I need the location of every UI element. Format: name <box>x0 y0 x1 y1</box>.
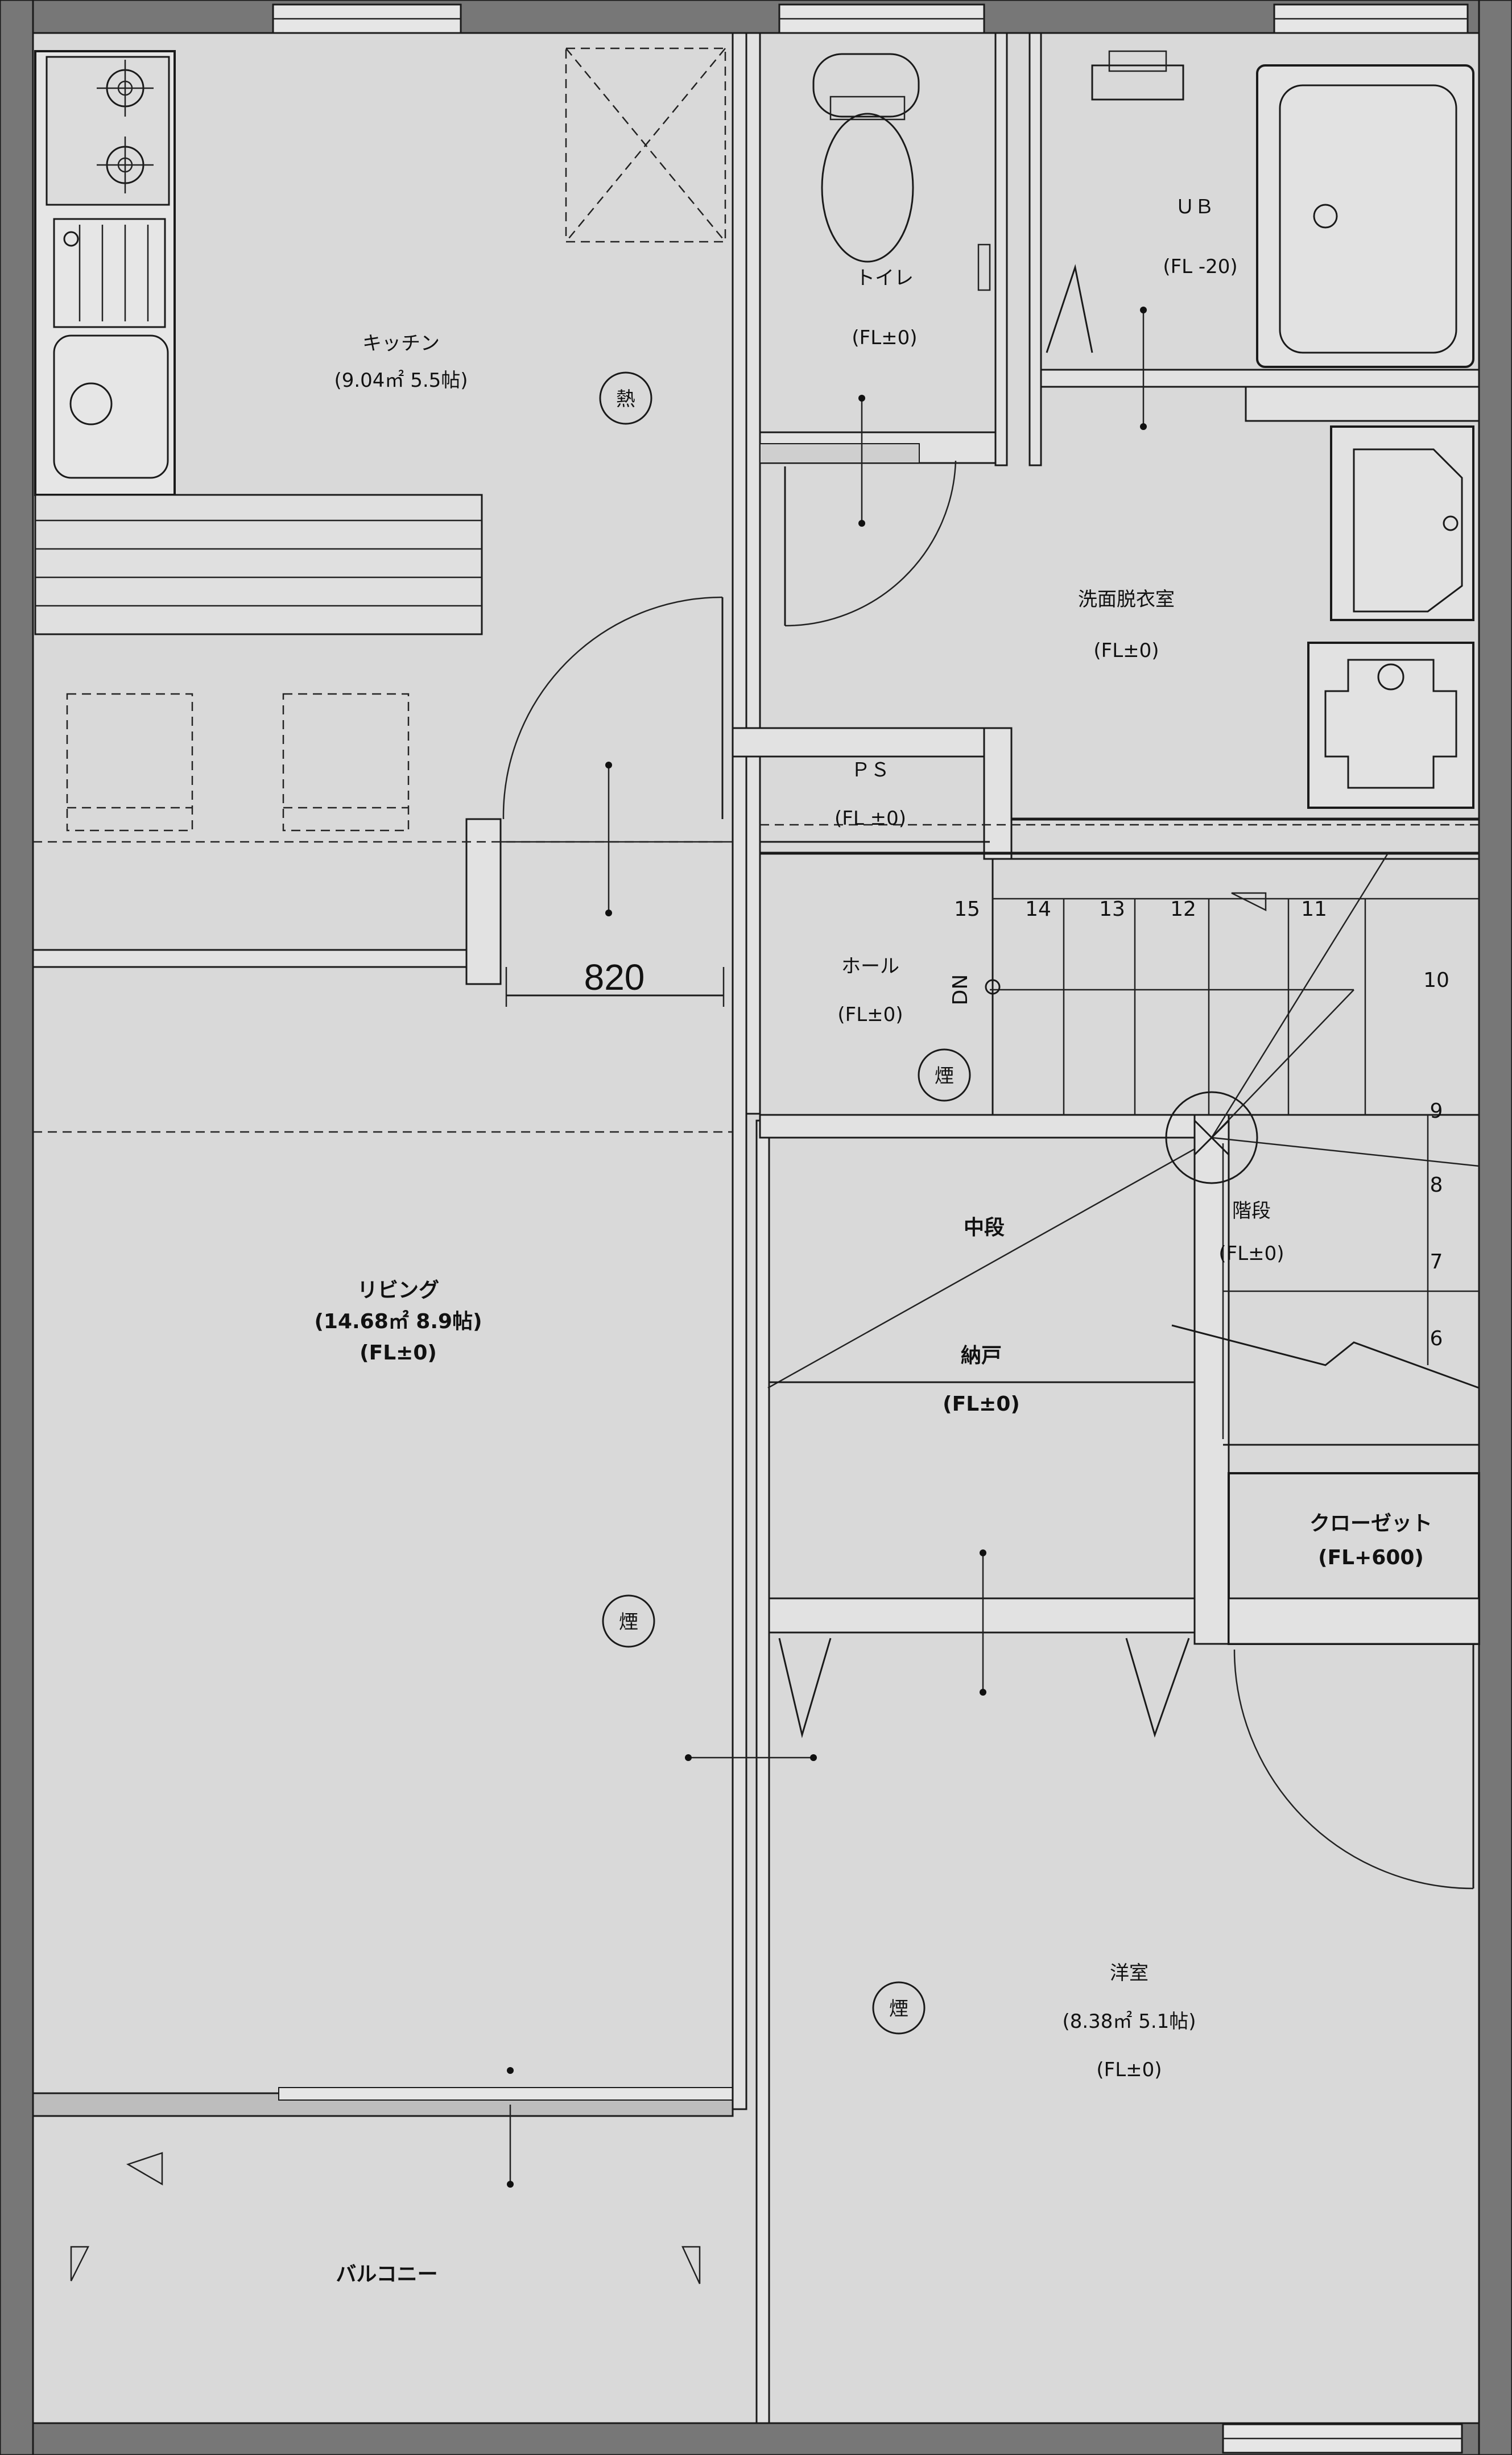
washroom-fl: (FL±0) <box>1093 639 1159 662</box>
storage-name: 納戸 <box>961 1344 1002 1367</box>
kitchen-fixtures <box>34 47 726 832</box>
washroom-name: 洗面脱衣室 <box>1078 588 1175 611</box>
living-area: (14.68㎡ 8.9帖) <box>314 1309 482 1333</box>
balcony-name: バルコニー <box>336 2263 437 2286</box>
washing-machine-icon <box>1307 642 1474 809</box>
kitchen-name: キッチン <box>362 332 440 355</box>
smoke-detector-icon: 煙 <box>918 1048 971 1102</box>
ps-name: ＰＳ <box>851 759 890 782</box>
smoke-detector-icon: 煙 <box>872 1981 926 2035</box>
staircase <box>767 853 1480 1446</box>
doors <box>501 264 1474 1890</box>
ub-name: ＵＢ <box>1175 196 1214 218</box>
interior-walls <box>32 32 1480 2424</box>
toilet-icon <box>812 53 920 263</box>
room-labels: キッチン (9.04㎡ 5.5帖) トイレ (FL±0) ＵＢ (FL -20)… <box>314 196 1432 2286</box>
ps-fl: (FL ±0) <box>835 807 906 830</box>
toilet-name: トイレ <box>856 267 914 290</box>
detector-symbols: 熱 煙 煙 煙 <box>599 371 971 2035</box>
faucet-icon <box>1091 50 1184 101</box>
step-15: 15 <box>954 898 980 921</box>
dimension-label: 820 <box>584 957 645 998</box>
western-area: (8.38㎡ 5.1帖) <box>1062 2010 1196 2033</box>
step-6: 6 <box>1430 1327 1443 1350</box>
svg-text:熱: 熱 <box>616 388 635 411</box>
smoke-detector-icon: 煙 <box>602 1594 655 1648</box>
closet-fl: (FL+600) <box>1318 1546 1424 1569</box>
stove-icon <box>97 60 154 193</box>
svg-text:煙: 煙 <box>935 1065 954 1088</box>
step-9: 9 <box>1430 1100 1443 1123</box>
ub-fl: (FL -20) <box>1163 255 1237 278</box>
heat-detector-icon: 熱 <box>599 371 652 425</box>
western-name: 洋室 <box>1110 1962 1149 1985</box>
closet-name: クローゼット <box>1309 1512 1432 1535</box>
kitchen-area: (9.04㎡ 5.5帖) <box>334 369 468 392</box>
leader-lines <box>70 307 1147 2284</box>
step-13: 13 <box>1099 898 1125 921</box>
sink-icon <box>53 334 169 479</box>
step-10: 10 <box>1423 969 1449 992</box>
svg-text:煙: 煙 <box>889 1998 908 2020</box>
step-12: 12 <box>1170 898 1196 921</box>
step-7: 7 <box>1430 1250 1443 1274</box>
living-fl: (FL±0) <box>360 1341 437 1365</box>
stairs-fl: (FL±0) <box>1218 1242 1284 1265</box>
drainboard-icon <box>53 218 166 328</box>
storage-fl: (FL±0) <box>943 1392 1020 1416</box>
living-name: リビング <box>357 1279 439 1302</box>
step-8: 8 <box>1430 1173 1443 1197</box>
washbasin-icon <box>1330 425 1474 621</box>
step-11: 11 <box>1301 898 1327 921</box>
landing-name: 中段 <box>964 1216 1005 1239</box>
toilet-fl: (FL±0) <box>852 326 917 349</box>
svg-text:煙: 煙 <box>619 1611 638 1634</box>
bathtub-icon <box>1256 64 1474 368</box>
stairs-name: 階段 <box>1232 1200 1271 1222</box>
stair-numbers: 15 14 13 12 11 10 9 8 7 6 DN <box>949 898 1449 1350</box>
western-fl: (FL±0) <box>1096 2059 1162 2081</box>
stair-direction: DN <box>949 974 972 1006</box>
dimension-820: 820 <box>505 957 725 1007</box>
bath-fixtures <box>812 50 1474 809</box>
hall-name: ホール <box>841 955 899 978</box>
hall-fl: (FL±0) <box>837 1003 903 1026</box>
step-14: 14 <box>1025 898 1051 921</box>
